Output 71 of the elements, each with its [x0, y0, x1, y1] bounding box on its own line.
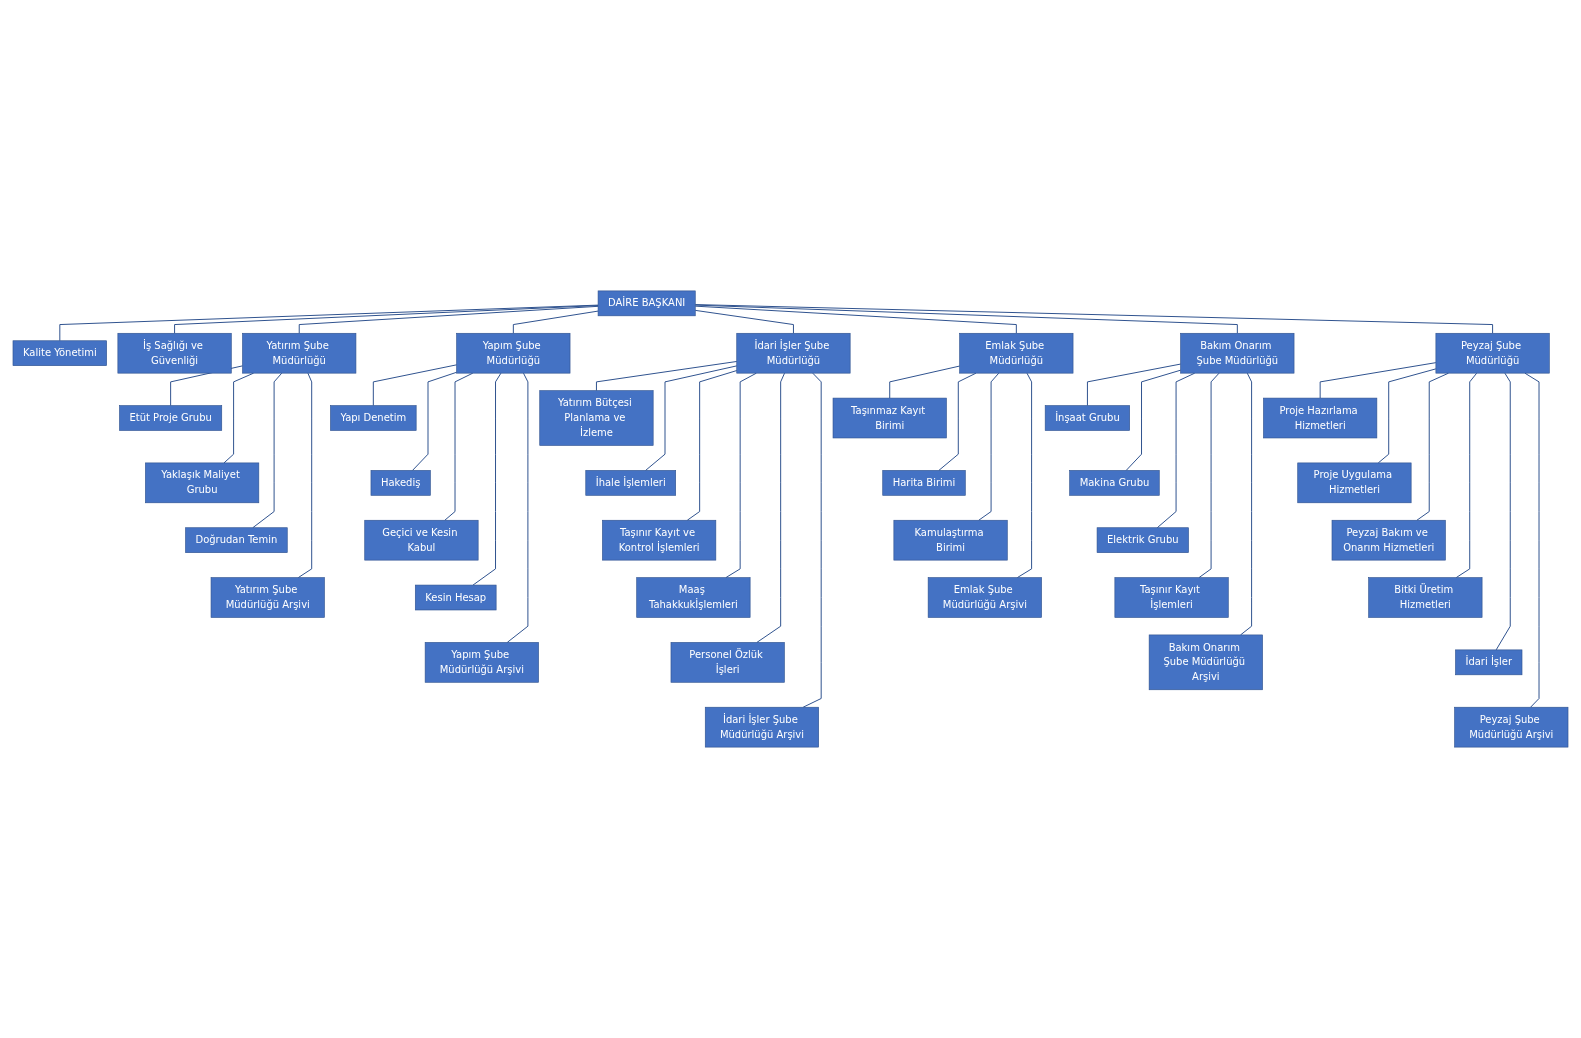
connector — [694, 304, 1238, 334]
connector — [978, 372, 1000, 521]
connector — [686, 370, 738, 521]
node-box: İdari İşler — [1455, 649, 1523, 676]
connector — [1240, 372, 1253, 636]
connector — [1086, 363, 1182, 407]
connector — [412, 371, 458, 471]
connector — [725, 372, 757, 579]
node-box: Bakım Onarım Şube Müdürlüğü — [1180, 332, 1295, 374]
connector — [506, 372, 529, 643]
connector — [1125, 369, 1182, 471]
connector — [1524, 372, 1540, 708]
connector — [1495, 372, 1511, 651]
node-box: Elektrik Grubu — [1096, 527, 1189, 553]
node-box: Kesin Hesap — [415, 584, 497, 611]
node-box: Peyzaj Şube Müdürlüğü — [1435, 332, 1550, 374]
connector — [645, 365, 738, 471]
connector — [252, 372, 283, 529]
node-box: Kalite Yönetimi — [12, 340, 107, 366]
node-box: Etüt Proje Grubu — [119, 405, 223, 431]
node-box: Bakım Onarım Şube Müdürlüğü Arşivi — [1148, 634, 1263, 691]
node-box: Hakediş — [370, 470, 431, 496]
node-box: Proje Hazırlama Hizmetleri — [1263, 397, 1378, 439]
node-box: Taşınır Kayıt ve Kontrol İşlemleri — [602, 519, 717, 561]
connector — [694, 309, 794, 334]
node-box: Emlak Şube Müdürlüğü Arşivi — [927, 577, 1042, 618]
node-box: Doğrudan Temin — [185, 527, 288, 553]
connector — [694, 304, 1494, 334]
node-box: Yapım Şube Müdürlüğü — [456, 332, 571, 374]
connector — [1455, 372, 1478, 579]
node-box: Personel Özlük İşleri — [670, 642, 785, 683]
connector — [297, 372, 313, 579]
node-box: DAİRE BAŞKANI — [597, 290, 696, 317]
node-box: Peyzaj Bakım ve Onarım Hizmetleri — [1331, 519, 1446, 561]
node-box: İhale İşlemleri — [585, 470, 676, 496]
node-box: Kamulaştırma Birimi — [893, 519, 1008, 561]
connector — [472, 372, 502, 586]
node-box: Maaş Tahakkukİşlemleri — [636, 577, 751, 618]
node-box: Peyzaj Şube Müdürlüğü Arşivi — [1454, 706, 1569, 748]
node-box: Yatırım Bütçesi Planlama ve İzleme — [539, 390, 654, 446]
node-box: Yapı Denetim — [330, 405, 417, 431]
node-box: Taşınmaz Kayıt Birimi — [832, 397, 947, 439]
node-box: Yapım Şube Müdürlüğü Arşivi — [424, 642, 539, 683]
connector — [372, 364, 458, 407]
node-box: Yatırım Şube Müdürlüğü Arşivi — [210, 577, 325, 618]
connector — [1016, 372, 1033, 579]
connector — [1377, 368, 1437, 464]
node-box: Makina Grubu — [1069, 470, 1160, 496]
node-box: Proje Uygulama Hizmetleri — [1297, 462, 1412, 504]
node-box: İdari İşler Şube Müdürlüğü Arşivi — [704, 706, 819, 748]
node-box: Emlak Şube Müdürlüğü — [959, 332, 1074, 374]
connector — [756, 372, 786, 643]
connector — [889, 365, 961, 399]
connector — [59, 304, 599, 342]
node-box: Bitki Üretim Hizmetleri — [1368, 577, 1483, 618]
node-box: İnşaat Grubu — [1044, 405, 1130, 431]
node-box: Geçici ve Kesin Kabul — [364, 519, 479, 561]
connector — [1319, 362, 1437, 399]
connector — [802, 372, 822, 708]
connector — [298, 305, 599, 334]
node-box: İdari İşler Şube Müdürlüğü — [736, 332, 851, 374]
node-box: Harita Birimi — [882, 470, 966, 496]
connector — [174, 305, 599, 334]
connector — [1198, 372, 1220, 579]
connector — [595, 360, 738, 392]
connector — [512, 310, 599, 334]
node-box: İş Sağlığı ve Güvenliği — [117, 332, 232, 374]
node-box: Taşınır Kayıt İşlemleri — [1114, 577, 1229, 618]
node-box: Yatırım Şube Müdürlüğü — [242, 332, 357, 374]
connector — [694, 305, 1017, 334]
node-box: Yaklaşık Maliyet Grubu — [145, 462, 260, 504]
